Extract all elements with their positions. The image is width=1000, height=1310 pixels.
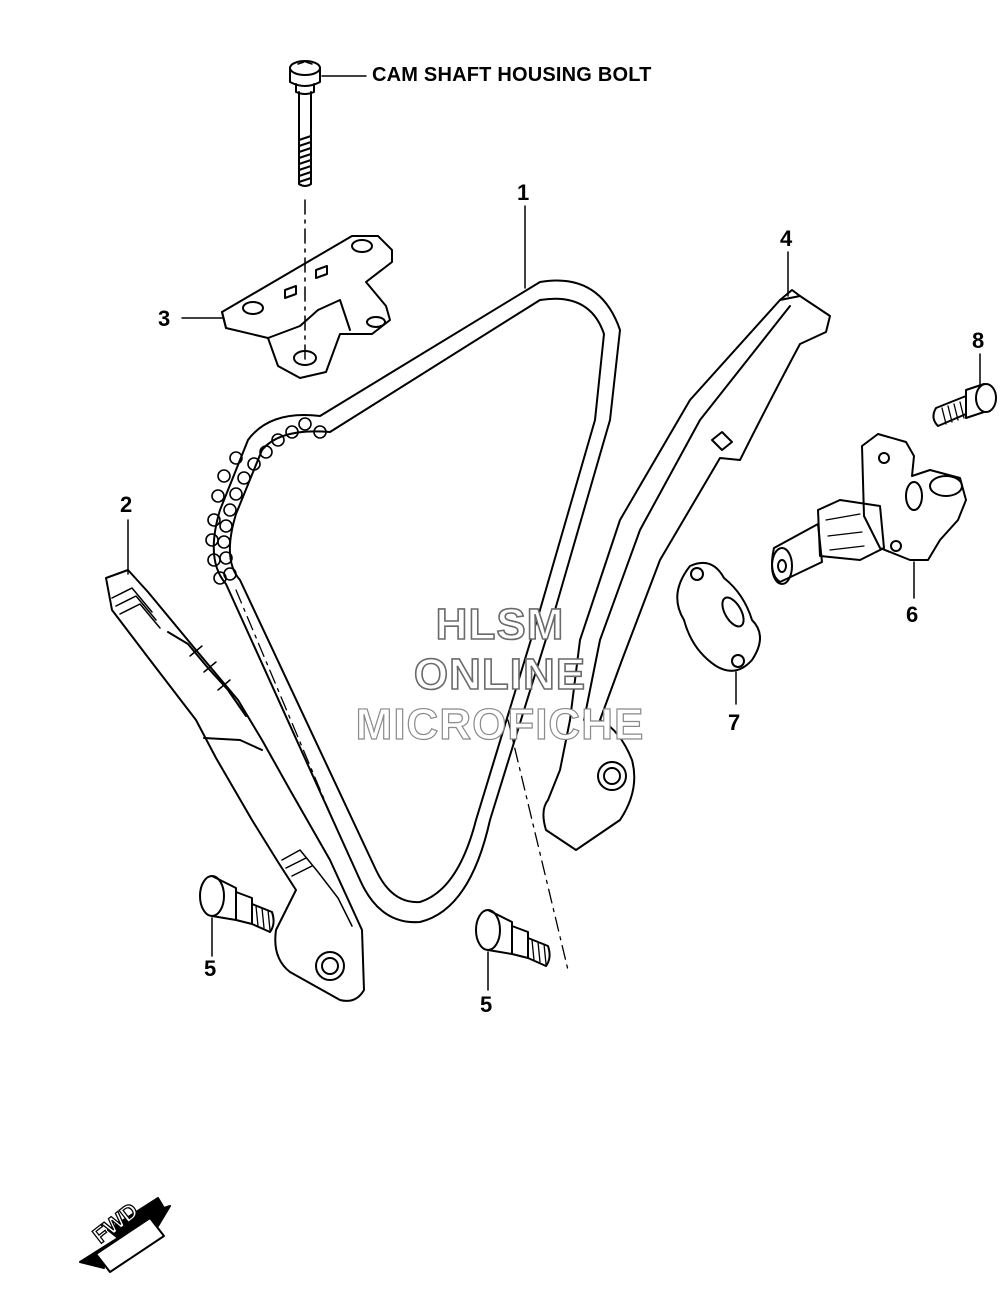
part-5-right-guide-bolt xyxy=(475,909,551,967)
callout-6: 6 xyxy=(906,602,919,627)
callout-8: 8 xyxy=(972,328,985,353)
callout-5-right: 5 xyxy=(480,992,493,1017)
watermark-line-1: HLSM xyxy=(435,599,565,650)
part-1-cam-chain xyxy=(205,279,621,924)
watermark-line-2: ONLINE xyxy=(413,649,587,700)
part-8-tensioner-bolt xyxy=(932,383,997,427)
chain-axis-dashed-1 xyxy=(235,589,333,819)
cam-shaft-housing-bolt xyxy=(289,60,321,187)
part-3-chain-guide-bracket xyxy=(221,235,393,379)
callout-3: 3 xyxy=(158,306,171,331)
callout-4: 4 xyxy=(780,226,793,251)
chain-axis-dashed-2 xyxy=(507,719,569,971)
part-4-chain-tensioner-guide xyxy=(542,289,831,851)
watermark-line-3: MICROFICHE xyxy=(355,699,645,749)
part-7-tensioner-gasket xyxy=(676,562,761,672)
callout-1: 1 xyxy=(517,180,530,205)
part-6-chain-tensioner xyxy=(771,433,967,585)
part-5-left-guide-bolt xyxy=(199,875,275,933)
cam-shaft-housing-bolt-label: CAM SHAFT HOUSING BOLT xyxy=(372,64,652,86)
callout-5-left: 5 xyxy=(204,956,217,981)
callout-2: 2 xyxy=(120,492,133,517)
callout-7: 7 xyxy=(728,710,741,735)
part-2-chain-guide xyxy=(105,569,365,1002)
